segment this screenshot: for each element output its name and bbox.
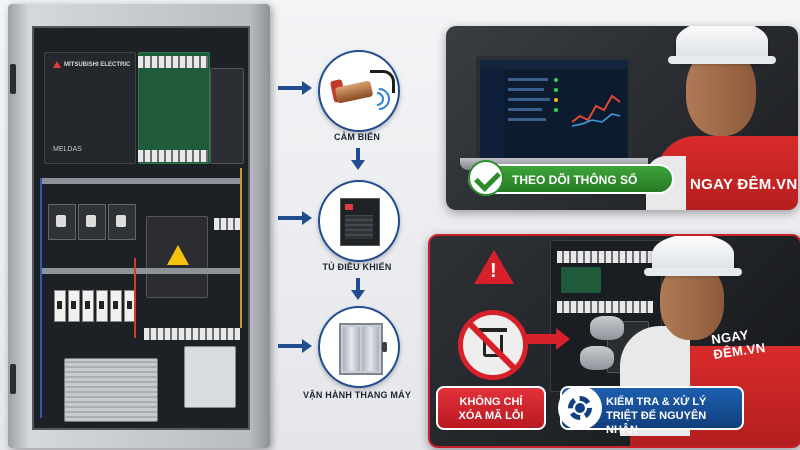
- terminal-block: [214, 218, 242, 230]
- io-module: [210, 68, 244, 164]
- plc-brand-logo: MITSUBISHI ELECTRIC: [53, 61, 130, 69]
- terminal-block: [138, 56, 208, 68]
- cabinet-hinge: [10, 364, 16, 394]
- flow-arrow-right: [278, 81, 312, 95]
- dashboard-line-chart: [572, 94, 621, 127]
- terminal-block: [144, 328, 240, 340]
- dashboard-row: [508, 88, 544, 91]
- work-glove: [590, 316, 624, 340]
- plc-brand-text: MITSUBISHI ELECTRIC: [64, 62, 131, 69]
- plc-model-label: MELDAS: [53, 146, 82, 153]
- hard-hat-icon: [652, 236, 734, 274]
- red-arrow-icon: [526, 328, 570, 350]
- din-rail: [40, 268, 240, 274]
- circuit-breaker: [54, 290, 66, 322]
- transformer-box: [146, 216, 208, 298]
- elevator-step-circle: [318, 306, 400, 388]
- elevator-call-button-icon: [382, 342, 387, 352]
- dashboard-row: [508, 78, 548, 81]
- dashboard-row: [508, 108, 542, 111]
- control-cabinet-icon: [340, 198, 380, 246]
- monitor-parameters-text: THEO DÕI THÔNG SỐ: [512, 173, 638, 187]
- sensor-step-circle: [318, 50, 400, 132]
- status-dot: [554, 88, 558, 92]
- flow-arrow-right: [278, 211, 312, 225]
- flow-step-label: TỦ ĐIỀU KHIỂN: [322, 262, 392, 272]
- dashboard-sidebar: [480, 69, 504, 158]
- work-glove: [580, 346, 614, 370]
- dashboard-row: [508, 118, 546, 121]
- dashboard-header: [480, 60, 628, 69]
- laptop-dashboard-icon: [476, 56, 632, 162]
- circuit-breaker: [96, 290, 108, 322]
- flow-step-label: CẢM BIẾN: [333, 132, 381, 142]
- status-dot: [554, 98, 558, 102]
- contactor: [78, 204, 106, 240]
- dashboard-row: [508, 98, 550, 101]
- trash-can-icon: [483, 335, 503, 357]
- sensor-cable: [370, 70, 395, 93]
- elevator-door-left: [343, 327, 360, 371]
- hard-hat-brim: [644, 268, 742, 276]
- din-rail: [40, 178, 240, 184]
- circuit-breaker: [110, 290, 122, 322]
- monitoring-panel: NGAY ĐÊM.VN THEO DÕI THÔNG SỐ: [446, 26, 798, 210]
- terminal-block: [138, 150, 208, 162]
- flow-arrow-right: [278, 339, 312, 353]
- circuit-board: [138, 52, 210, 164]
- warning-triangle-icon: [474, 250, 514, 284]
- trash-lid: [479, 328, 507, 332]
- not-only-clear-error-badge: KHÔNG CHỈ XÓA MÃ LỖI: [436, 386, 546, 430]
- circuit-board: [561, 267, 601, 293]
- terminal-block: [557, 301, 653, 313]
- plc-controller: MITSUBISHI ELECTRIC MELDAS: [44, 52, 136, 164]
- wire: [134, 258, 136, 338]
- inspect-fix-root-cause-badge: KIỂM TRA & XỬ LÝ TRIỆT ĐỂ NGUYÊN NHÂN: [558, 386, 744, 436]
- badge-line-2: TRIỆT ĐỂ NGUYÊN NHÂN: [606, 410, 707, 436]
- wire: [240, 168, 242, 328]
- badge-line-1: KHÔNG CHỈ: [459, 396, 523, 408]
- badge-text-block: KIỂM TRA & XỬ LÝ TRIỆT ĐỂ NGUYÊN NHÂN: [606, 395, 740, 437]
- elevator-control-cabinet: MITSUBISHI ELECTRIC MELDAS: [8, 4, 270, 448]
- gear-icon: [568, 396, 592, 420]
- wire: [40, 178, 42, 418]
- cabinet-interior: MITSUBISHI ELECTRIC MELDAS: [32, 26, 250, 430]
- check-icon: [468, 160, 504, 196]
- warning-exclamation: !: [490, 260, 497, 282]
- elevator-icon: [339, 323, 383, 375]
- circuit-breaker: [68, 290, 80, 322]
- no-trash-icon: [458, 310, 528, 380]
- brand-triangle-icon: [53, 61, 61, 68]
- relay-module: [184, 346, 236, 408]
- contactor: [48, 204, 76, 240]
- badge-line-1: KIỂM TRA & XỬ LÝ: [606, 396, 707, 408]
- power-supply-unit: [64, 358, 158, 422]
- status-dot: [554, 108, 558, 112]
- monitor-parameters-badge: THEO DÕI THÔNG SỐ: [468, 160, 674, 196]
- status-dot: [554, 78, 558, 82]
- gear-icon-circle: [558, 386, 602, 430]
- cabinet-hinge: [10, 64, 16, 94]
- controller-step-circle: [318, 180, 400, 262]
- elevator-door-right: [362, 327, 379, 371]
- contactor: [108, 204, 136, 240]
- badge-line-2: XÓA MÃ LỖI: [458, 410, 524, 422]
- flow-arrow-down: [351, 148, 365, 170]
- flow-step-label: VẬN HÀNH THANG MÁY: [302, 390, 412, 400]
- gear-hub: [575, 403, 585, 413]
- shirt-brand-text: NGAY ĐÊM.VN: [690, 176, 798, 193]
- terminal-block: [557, 251, 653, 263]
- hard-hat-brim: [668, 56, 776, 64]
- circuit-breaker: [82, 290, 94, 322]
- flow-arrow-down: [351, 278, 365, 300]
- high-voltage-warning-icon: [167, 245, 189, 265]
- troubleshooting-panel: ! NGAY ĐÊM.VN KHÔNG CHỈ XÓA MÃ LỖI KIỂM …: [428, 234, 800, 448]
